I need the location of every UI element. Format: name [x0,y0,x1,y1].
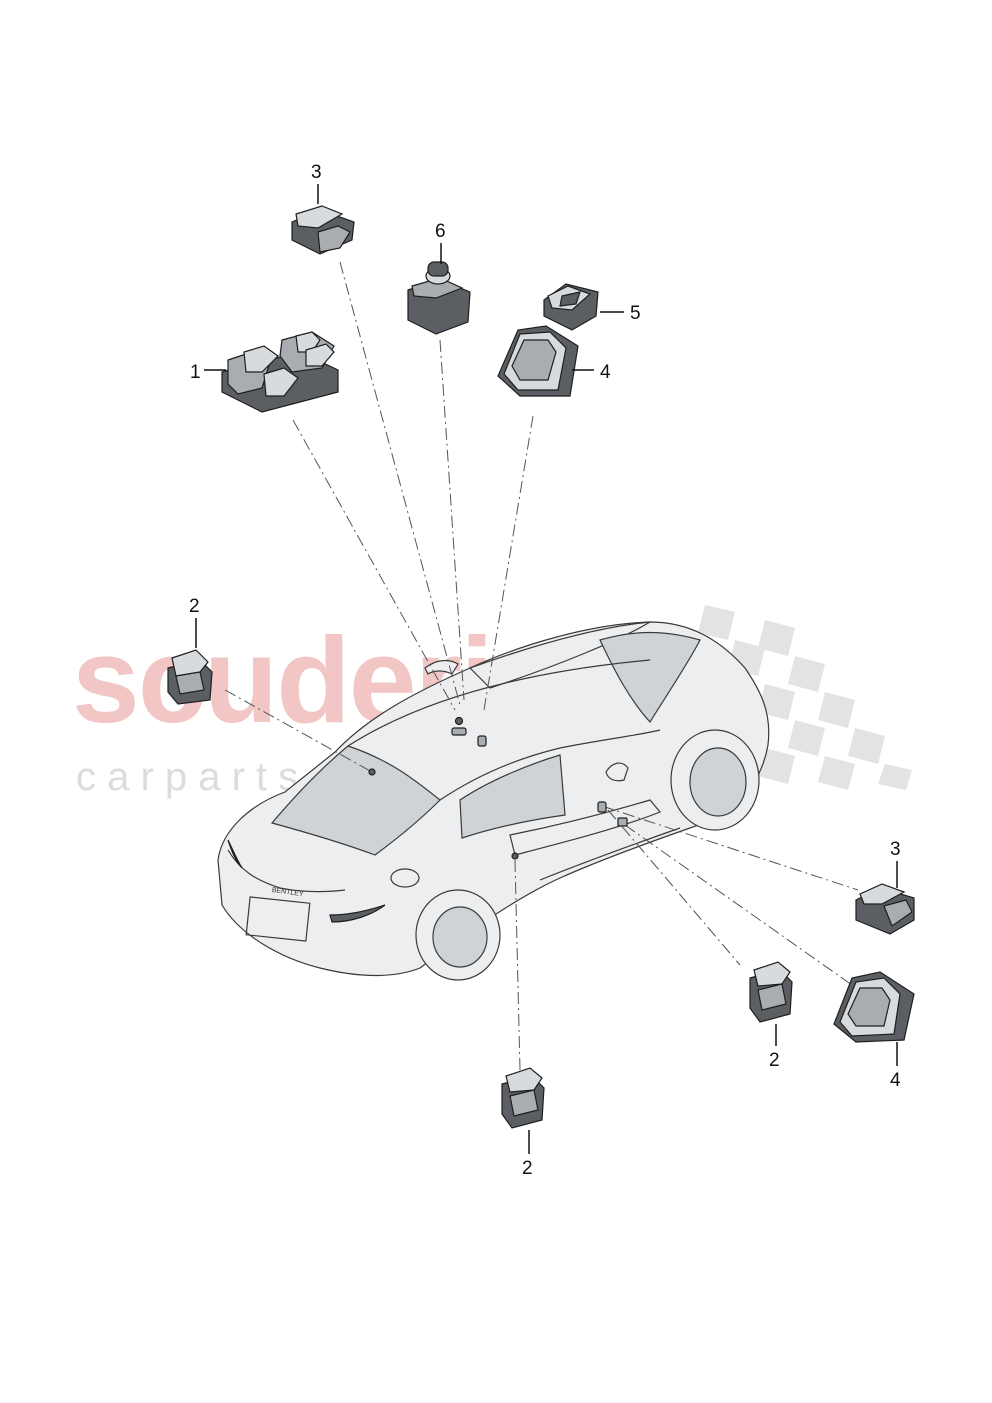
part-label-1: 1 [190,362,201,383]
fuel-flap-switch [543,283,599,331]
part-label-5: 5 [630,303,641,324]
part-label-6: 6 [435,221,446,242]
part-labels: 3 6 5 1 4 2 3 2 4 2 [189,162,901,1179]
leader-lines [224,261,859,1071]
single-window-switch-left [167,649,213,705]
part-label-2-left: 2 [189,596,200,617]
single-window-switch-right [749,961,793,1023]
watermark-subline: c a r p a r t s [76,755,298,799]
seat-switch-top [497,325,579,397]
part-label-2-bottom: 2 [522,1158,533,1179]
car-illustration: BENTLEY [217,621,770,981]
mirror-fold-switch-top [291,205,355,255]
part-label-4-right: 4 [890,1070,901,1091]
part-label-3-top: 3 [311,162,322,183]
switch-markers [368,716,628,860]
seat-switch-right [833,971,915,1043]
mirror-adjust-switch [407,261,471,335]
single-window-switch-bottom [501,1067,545,1129]
part-label-2-right: 2 [769,1050,780,1071]
mirror-fold-switch-right [855,883,915,935]
car-rear-badge: BENTLEY [271,887,304,898]
part-label-4-top: 4 [600,362,611,383]
part-label-3-right: 3 [890,839,901,860]
window-switch-block [221,331,339,413]
